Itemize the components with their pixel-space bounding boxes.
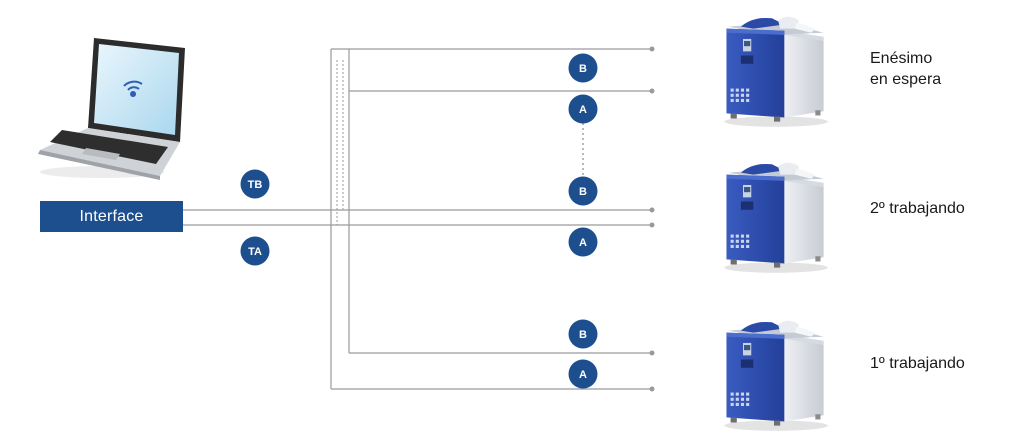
status-label-machine-bottom: 1º trabajando: [870, 353, 965, 374]
badge-a-machine-middle: A: [568, 227, 598, 257]
status-line: Enésimo: [870, 50, 933, 67]
badge-a-label: A: [579, 237, 587, 249]
status-line: 2º trabajando: [870, 200, 965, 217]
badge-b-label: B: [579, 63, 587, 75]
badge-a-label: A: [579, 104, 587, 116]
machine-icon: [724, 162, 828, 273]
badge-a-machine-top: A: [568, 94, 598, 124]
machine-icon: [724, 16, 828, 127]
wifi-icon: [123, 80, 143, 97]
wiring: [183, 46, 655, 392]
interface-label: Interface: [79, 207, 144, 225]
badge-a-machine-bottom: A: [568, 359, 598, 389]
badge-b-machine-middle: B: [568, 176, 598, 206]
interface-box: Interface: [40, 201, 183, 232]
badge-ta-label: TA: [248, 246, 262, 258]
status-line: 1º trabajando: [870, 355, 965, 372]
badge-b-label: B: [579, 186, 587, 198]
badge-b-machine-bottom: B: [568, 319, 598, 349]
laptop-icon: [38, 38, 185, 180]
badge-a-label: A: [579, 369, 587, 381]
badge-ta: TA: [240, 236, 270, 266]
badge-b-label: B: [579, 329, 587, 341]
status-line: en espera: [870, 71, 942, 88]
machine-icon: [724, 320, 828, 431]
status-label-machine-middle: 2º trabajando: [870, 198, 965, 219]
status-label-machine-top: Enésimo en espera: [870, 48, 941, 90]
badge-tb: TB: [240, 169, 270, 199]
badge-b-machine-top: B: [568, 53, 598, 83]
badge-tb-label: TB: [248, 179, 263, 191]
